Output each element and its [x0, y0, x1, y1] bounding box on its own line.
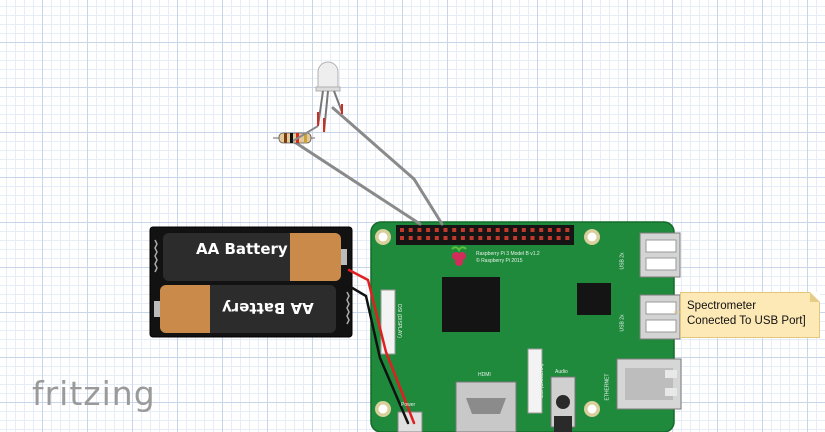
battery-label-bottom: AA Battery: [222, 299, 314, 317]
gpio-pin: [408, 236, 413, 240]
gpio-pin: [400, 236, 404, 240]
spectrometer-note: Spectrometer Conected To USB Port]: [680, 292, 820, 338]
gpio-pin: [478, 236, 483, 240]
hdmi-label: HDMI: [478, 372, 491, 378]
gpio-pin: [556, 228, 561, 232]
gpio-pin: [530, 236, 535, 240]
ethernet-label: ETHERNET: [604, 373, 611, 401]
gpio-pin: [504, 236, 509, 240]
wires: [291, 106, 444, 425]
usb-port-bottom: [639, 294, 681, 340]
battery-spring-left: [154, 239, 158, 273]
raspberry-logo-icon: [451, 246, 467, 266]
wire-gray-resistor: [291, 139, 422, 226]
note-line-1: Spectrometer: [687, 300, 757, 312]
gpio-pin: [565, 228, 570, 232]
gpio-pin: [417, 236, 422, 240]
audio-jack: [550, 376, 576, 432]
gpio-pin: [565, 236, 570, 240]
usb-port-top: [639, 232, 681, 278]
gpio-pin: [556, 236, 561, 240]
csi-label: CSI (CAMERA): [539, 363, 546, 399]
battery-cell-bottom: [154, 285, 336, 333]
gpio-pin: [408, 228, 413, 232]
gpio-pin: [487, 228, 491, 232]
battery-spring-right: [346, 291, 350, 325]
gpio-pin: [530, 228, 535, 232]
gpio-pin: [469, 228, 474, 232]
battery-cell-top: [163, 233, 347, 281]
gpio-pin: [443, 228, 448, 232]
gpio-pin: [504, 228, 509, 232]
gpio-pin: [426, 228, 431, 232]
gpio-pin: [539, 236, 544, 240]
csi-connector: [527, 348, 543, 414]
battery-label-top: AA Battery: [196, 240, 288, 258]
gpio-pin: [426, 236, 431, 240]
gpio-pin: [495, 228, 500, 232]
gpio-pin: [539, 228, 544, 232]
gpio-pin: [434, 236, 439, 240]
gpio-pin: [469, 236, 474, 240]
fritzing-logo: fritzing: [32, 374, 156, 413]
board-model-text: Raspberry Pi 3 Model B v1.2: [476, 251, 540, 257]
mounting-holes: [375, 229, 600, 417]
gpio-pin: [487, 236, 491, 240]
ram-chip: [577, 283, 611, 315]
gpio-pin: [452, 236, 457, 240]
gpio-pin: [434, 228, 439, 232]
board-copyright-text: © Raspberry Pi 2015: [476, 258, 523, 264]
ethernet-port: [616, 358, 682, 410]
usb-top-label: USB 2x: [619, 252, 626, 270]
gpio-pin: [460, 228, 465, 232]
led: [292, 61, 343, 142]
gpio-pin: [513, 236, 518, 240]
gpio-pin: [521, 236, 526, 240]
gpio-pin: [521, 228, 526, 232]
gpio-pin: [443, 236, 448, 240]
gpio-pin: [452, 228, 457, 232]
wire-gray-led: [331, 106, 444, 226]
gpio-pin: [547, 236, 552, 240]
soc-chip: [442, 277, 500, 332]
note-line-2: Conected To USB Port]: [687, 315, 806, 327]
usb-bottom-label: USB 2x: [619, 314, 626, 332]
dsi-label: DSI (DISPLAY): [395, 304, 402, 338]
audio-label: Audio: [555, 369, 568, 375]
wire-red: [347, 268, 416, 425]
wire-black: [347, 284, 410, 425]
gpio-header: [396, 225, 574, 245]
gpio-pin: [478, 228, 483, 232]
gpio-pin: [460, 236, 465, 240]
raspberry-pi-board: [370, 221, 682, 432]
gpio-pin: [513, 228, 518, 232]
hdmi-port: [455, 381, 517, 432]
battery-pack: [149, 226, 353, 338]
gpio-pin: [495, 236, 500, 240]
gpio-pin: [417, 228, 422, 232]
power-label: Power: [401, 402, 416, 408]
gpio-pin: [400, 228, 404, 232]
gpio-pin: [547, 228, 552, 232]
